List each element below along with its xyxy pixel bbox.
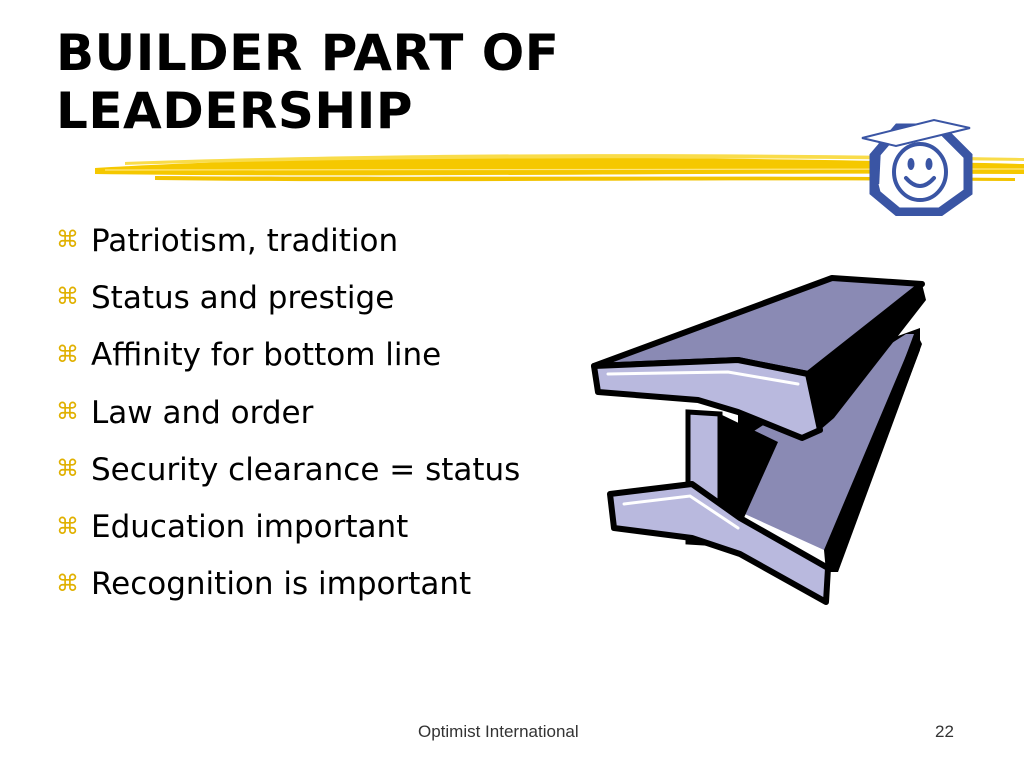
- bullet-text: Recognition is important: [91, 566, 472, 603]
- list-item: ⌘ Patriotism, tradition: [56, 212, 520, 269]
- steel-i-beam-icon: [591, 275, 926, 605]
- optimist-graduate-octagon-icon: [861, 118, 973, 216]
- bullet-text: Patriotism, tradition: [91, 222, 399, 259]
- command-bullet-icon: ⌘: [56, 341, 79, 368]
- command-bullet-icon: ⌘: [56, 456, 79, 483]
- yellow-brush-swoosh: [95, 154, 1024, 182]
- list-item: ⌘ Law and order: [56, 384, 520, 441]
- slide-title-line-2: LEADERSHIP: [56, 82, 413, 140]
- list-item: ⌘ Security clearance = status: [56, 441, 520, 498]
- slide-title: BUILDER PART OF LEADERSHIP: [56, 24, 559, 140]
- list-item: ⌘ Recognition is important: [56, 556, 520, 613]
- list-item: ⌘ Status and prestige: [56, 269, 520, 326]
- bullet-text: Law and order: [91, 394, 314, 431]
- command-bullet-icon: ⌘: [56, 399, 79, 426]
- command-bullet-icon: ⌘: [56, 570, 79, 597]
- slide-title-line-1: BUILDER PART OF: [56, 24, 560, 82]
- bullet-text: Affinity for bottom line: [91, 337, 442, 374]
- bullet-text: Security clearance = status: [91, 451, 521, 488]
- list-item: ⌘ Education important: [56, 498, 520, 555]
- bullet-list: ⌘ Patriotism, tradition ⌘ Status and prest…: [56, 212, 520, 613]
- command-bullet-icon: ⌘: [56, 513, 79, 540]
- command-bullet-icon: ⌘: [56, 284, 79, 311]
- page-number: 22: [935, 722, 954, 741]
- list-item: ⌘ Affinity for bottom line: [56, 327, 520, 384]
- bullet-text: Education important: [91, 509, 409, 546]
- bullet-text: Status and prestige: [91, 279, 395, 316]
- command-bullet-icon: ⌘: [56, 227, 79, 254]
- footer-organization: Optimist International: [418, 722, 579, 741]
